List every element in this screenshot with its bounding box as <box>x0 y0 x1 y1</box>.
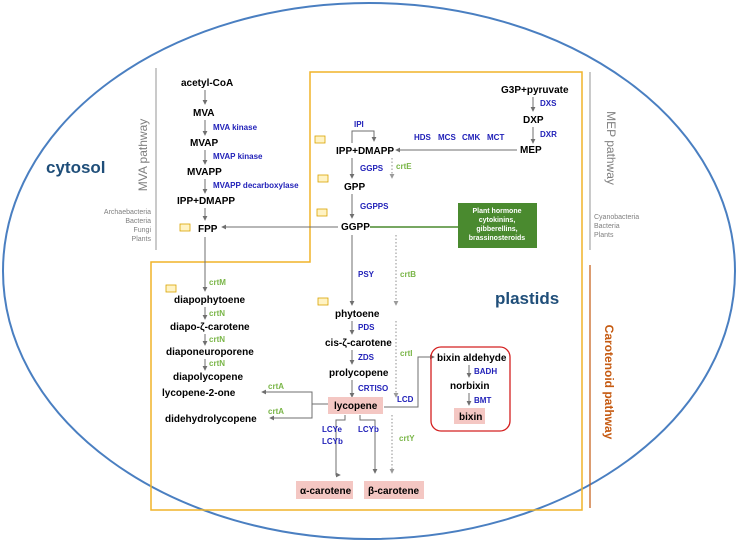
metabolite-diapolycopene: diapolycopene <box>173 372 243 383</box>
enzyme-lcyb: LCYb <box>322 437 343 446</box>
metabolite-alpha-carotene: α-carotene <box>300 486 352 497</box>
metabolite-ipp-dmapp-plastid: IPP+DMAPP <box>336 146 394 157</box>
mva-organisms: Archaebacteria Bacteria Fungi Plants <box>104 209 152 243</box>
enzyme-bmt: BMT <box>474 396 491 405</box>
enzyme-psy: PSY <box>358 270 375 279</box>
compound-structure-icon <box>165 284 177 293</box>
metabolite-ggpp: GGPP <box>341 222 370 233</box>
organism-item: Fungi <box>133 227 151 234</box>
enzyme-badh: BADH <box>474 367 497 376</box>
enzyme-dxs: DXS <box>540 99 557 108</box>
arrow-to-lycopene-2-one <box>261 389 328 405</box>
cytosol-label: cytosol <box>46 158 106 177</box>
compound-structure-icon <box>317 297 329 306</box>
metabolite-beta-carotene: β-carotene <box>368 486 420 497</box>
product-highlight <box>454 408 485 424</box>
compound-structure-icon <box>316 208 328 217</box>
metabolite-lycopene-2-one: lycopene-2-one <box>162 388 236 399</box>
organism-item: Cyanobacteria <box>594 214 639 221</box>
ipi-loop-arrow <box>351 130 377 143</box>
bacterial-enzyme-crtN: crtN <box>209 309 225 318</box>
arrow-to-didehydrolycopene <box>269 404 313 421</box>
metabolite-norbixin: norbixin <box>450 381 489 392</box>
carotenoid-pathway-label: Carotenoid pathway <box>602 325 616 440</box>
metabolite-g3p-pyruvate: G3P+pyruvate <box>501 85 569 96</box>
organism-item: Bacteria <box>594 223 620 230</box>
plastid-boundary <box>150 71 583 511</box>
compound-structure-icon <box>314 135 326 144</box>
enzyme-ipi: IPI <box>354 120 364 129</box>
metabolite-diaponeurosporene: diaponeuroporene <box>166 347 254 358</box>
metabolite-bixin-aldehyde: bixin aldehyde <box>437 353 507 364</box>
metabolite-dxp: DXP <box>523 115 544 126</box>
organism-item: Plants <box>132 236 152 243</box>
arrow-to-alpha-carotene <box>335 415 346 478</box>
bacterial-enzyme-crtN: crtN <box>209 359 225 368</box>
metabolite-mvap: MVAP <box>190 138 218 149</box>
bacterial-enzyme-crtE: crtE <box>396 162 412 171</box>
hormone-box <box>458 203 537 248</box>
metabolite-diapophytoene: diapophytoene <box>174 295 246 306</box>
hormone-line: cytokinins, <box>479 217 516 224</box>
enzyme-lcyb: LCYb <box>358 425 379 434</box>
plastids-label: plastids <box>495 289 559 308</box>
bacterial-enzyme-crtM: crtM <box>209 278 226 287</box>
compound-structure-icon <box>179 223 191 232</box>
enzyme-pds: PDS <box>358 323 375 332</box>
enzyme-cmk: CMK <box>462 133 480 142</box>
bacterial-enzyme-crtA: crtA <box>268 382 284 391</box>
metabolite-lycopene: lycopene <box>334 401 378 412</box>
metabolite-prolycopene: prolycopene <box>329 368 389 379</box>
bacterial-enzyme-crtY: crtY <box>399 434 415 443</box>
enzyme-zds: ZDS <box>358 353 375 362</box>
metabolite-diapo-zeta-carotene: diapo-ζ-carotene <box>170 322 250 333</box>
enzyme-mct: MCT <box>487 133 504 142</box>
bacterial-enzyme-crtI: crtI <box>400 349 412 358</box>
hormone-line: brassinosteroids <box>469 235 526 242</box>
arrow-lycopene-to-bixin-aldehyde <box>384 354 435 408</box>
metabolite-acetyl-coa: acetyl-CoA <box>181 78 233 89</box>
enzyme-mvap-kinase: MVAP kinase <box>213 152 263 161</box>
mep-pathway-label: MEP pathway <box>604 111 618 185</box>
enzyme-lcye: LCYe <box>322 425 343 434</box>
organism-item: Plants <box>594 232 614 239</box>
enzyme-crtiso: CRTISO <box>358 384 388 393</box>
bixin-box <box>430 346 511 432</box>
enzyme-mvapp-decarboxylase: MVAPP decarboxylase <box>213 181 299 190</box>
metabolite-didehydrolycopene: didehydrolycopene <box>165 414 257 425</box>
compound-structure-icon <box>317 174 329 183</box>
metabolite-gpp: GPP <box>344 182 365 193</box>
enzyme-hds: HDS <box>414 133 432 142</box>
metabolite-cis-zeta-carotene: cis-ζ-carotene <box>325 338 392 349</box>
organism-item: Archaebacteria <box>104 209 151 216</box>
bacterial-enzyme-crtA: crtA <box>268 407 284 416</box>
metabolite-mep: MEP <box>520 145 542 156</box>
product-highlight <box>364 481 424 499</box>
metabolite-mvapp: MVAPP <box>187 167 222 178</box>
mep-organisms: Cyanobacteria Bacteria Plants <box>594 214 639 239</box>
enzyme-mcs: MCS <box>438 133 456 142</box>
mva-pathway-label: MVA pathway <box>136 119 150 191</box>
bacterial-enzyme-crtB: crtB <box>400 270 416 279</box>
metabolite-phytoene: phytoene <box>335 309 380 320</box>
enzyme-lcd: LCD <box>397 395 414 404</box>
arrow-to-beta-carotene <box>359 415 378 474</box>
enzyme-mva-kinase: MVA kinase <box>213 123 258 132</box>
metabolite-ipp-dmapp-cytosol: IPP+DMAPP <box>177 196 235 207</box>
enzyme-ggps: GGPS <box>360 164 384 173</box>
hormone-line: gibberellins, <box>476 226 517 233</box>
product-highlight <box>296 481 353 499</box>
hormone-line: Plant hormone <box>472 208 521 215</box>
enzyme-ggpps: GGPPS <box>360 202 389 211</box>
metabolite-mva: MVA <box>193 108 214 119</box>
enzyme-dxr: DXR <box>540 130 557 139</box>
bacterial-enzyme-crtN: crtN <box>209 335 225 344</box>
metabolite-fpp: FPP <box>198 224 218 235</box>
product-highlight <box>328 397 383 414</box>
organism-item: Bacteria <box>125 218 151 225</box>
metabolite-bixin: bixin <box>459 412 482 423</box>
